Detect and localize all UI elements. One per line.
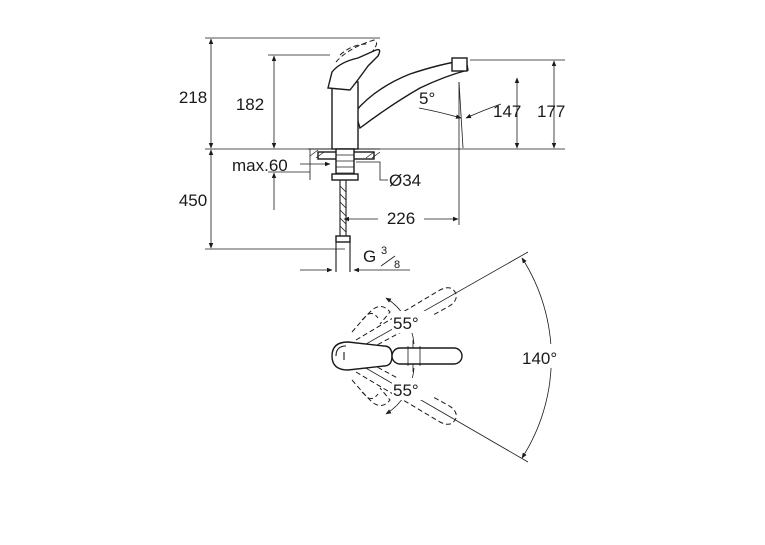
thread-g-label: G [363,247,376,266]
angle-total-label: 140° [522,349,557,368]
dim-226-label: 226 [387,209,415,228]
thread-numerator: 3 [381,245,387,257]
dim-177-label: 177 [537,102,565,121]
thread-denominator: 8 [394,259,400,271]
dim-max60-label: max.60 [232,156,288,175]
dim-218-label: 218 [179,88,207,107]
top-view: 140° 55° 55° [331,251,572,463]
dim-spout-angle-label: 5° [419,89,435,108]
angle-upper-label: 55° [393,314,419,333]
angle-lower-label: 55° [393,381,419,400]
faucet-side-body [308,39,469,272]
side-view: 218 182 450 177 147 5° max.60 Ø34 226 [179,37,565,273]
dim-147-label: 147 [493,102,521,121]
dim-182-label: 182 [236,95,264,114]
dim-diameter-label: Ø34 [389,171,421,190]
faucet-top-body [331,341,463,371]
dim-450-label: 450 [179,191,207,210]
lever-ghost-positions [351,287,457,425]
